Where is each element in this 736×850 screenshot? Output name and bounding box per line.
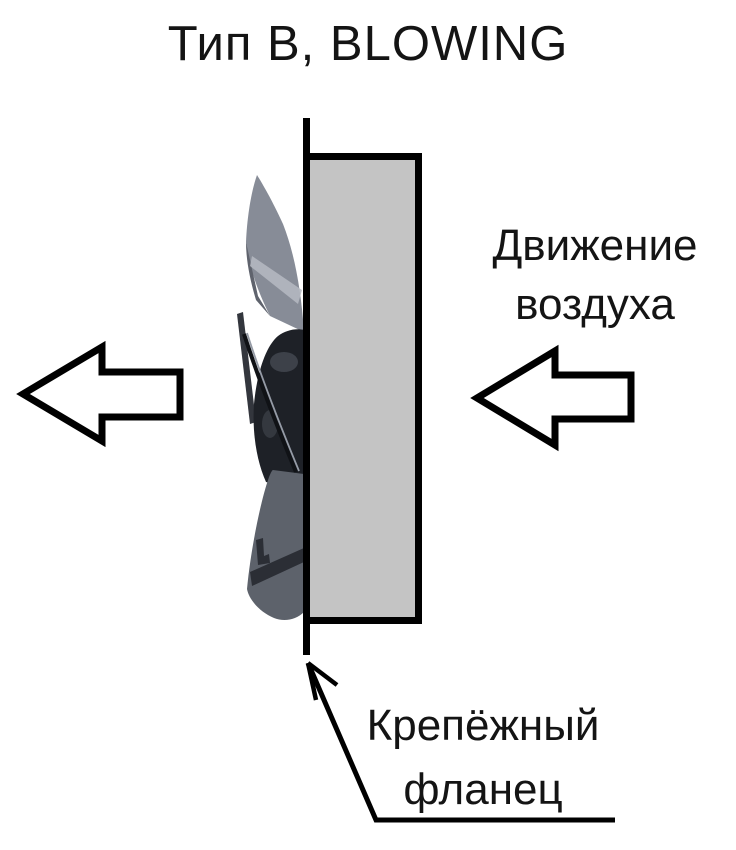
air-flow-label-line2: воздуха <box>515 280 675 329</box>
diagram-title: Тип B, BLOWING <box>167 17 569 71</box>
flange-label-line1: Крепёжный <box>366 701 600 750</box>
airflow-arrow-right-icon <box>470 344 635 452</box>
fan-blade-top <box>246 175 304 332</box>
fan-blade-top-shadow-edge <box>246 242 270 316</box>
fan-hub-highlight-1 <box>270 352 298 372</box>
mounting-flange-rect <box>303 153 422 624</box>
air-flow-label: Движение воздуха <box>460 216 730 334</box>
flange-pointer-arrow-icon <box>305 661 615 823</box>
fan-cone-notch <box>256 538 270 565</box>
fan-blade-spike <box>237 312 256 424</box>
flange-label-line2: фланец <box>403 765 563 814</box>
flange-label: Крепёжный фланец <box>350 694 616 822</box>
fan-blade-edge-dark <box>242 333 298 473</box>
flange-leader-barb-2 <box>306 661 339 687</box>
airflow-arrow-left-icon <box>16 340 184 448</box>
air-flow-label-line1: Движение <box>492 221 698 270</box>
fan-blade-top-highlight <box>250 256 302 304</box>
fan-impeller-image <box>237 175 304 620</box>
flange-leader-barb-1 <box>305 662 319 701</box>
mounting-plate-line <box>303 118 310 655</box>
fan-blade-edge-light <box>246 332 300 472</box>
fan-cone <box>247 470 304 620</box>
flange-leader-line <box>305 662 615 823</box>
fan-cone-band <box>250 548 304 586</box>
